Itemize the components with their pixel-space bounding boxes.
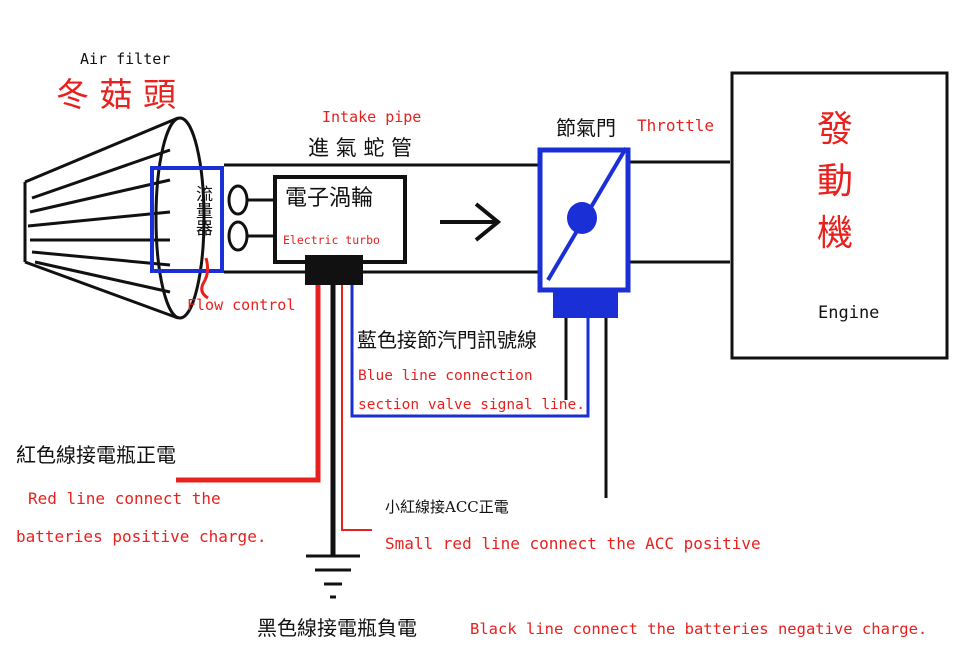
engine-label-char: 機 — [817, 213, 854, 254]
red-line-label-en-2: batteries positive charge. — [16, 527, 267, 546]
small-red-acc-wire — [341, 285, 372, 531]
flow-arrow-icon — [440, 202, 502, 242]
small-red-label-en: Small red line connect the ACC positive — [385, 534, 761, 553]
turbo-label-en: Electric turbo — [283, 233, 380, 247]
red-line-label-en-1: Red line connect the — [28, 489, 221, 508]
sensor-coils — [227, 184, 280, 252]
red-line-label-zh: 紅色線接電瓶正電 — [16, 443, 176, 467]
intake-pipe-label-zh: 進 氣 蛇 管 — [308, 136, 413, 160]
small-red-label-zh: 小紅線接ACC正電 — [385, 498, 509, 516]
black-line-label-zh: 黑色線接電瓶負電 — [257, 616, 417, 640]
flow-sensor-char: 器 — [196, 219, 213, 239]
air-filter-label-zh: 冬 菇 頭 — [56, 75, 176, 114]
air-filter-cone — [23, 116, 206, 320]
flow-control-wire — [200, 257, 210, 300]
turbo-label-zh: 電子渦輪 — [285, 186, 374, 211]
turbo-connector — [305, 255, 363, 285]
blue-signal-wire — [350, 285, 590, 418]
blue-line-label-zh: 藍色接節汽門訊號線 — [357, 328, 537, 352]
throttle-valve-icon — [567, 202, 597, 234]
flow-sensor-char: 量 — [196, 202, 213, 222]
flow-sensor-label-zh: 流 量 器 — [196, 187, 213, 238]
intake-pipe-label-en: Intake pipe — [322, 108, 422, 126]
blue-line-label-en-1: Blue line connection — [358, 368, 533, 384]
throttle-label-zh: 節氣門 — [556, 116, 616, 140]
black-line-label-en: Black line connect the batteries negativ… — [470, 620, 928, 638]
flow-sensor-char: 流 — [196, 185, 213, 205]
throttle-label-en: Throttle — [637, 116, 715, 135]
flow-sensor-box — [150, 166, 224, 273]
engine-label-en: Engine — [818, 303, 880, 323]
engine-label-zh: 發 動 機 — [817, 112, 853, 252]
ground-symbol-icon — [306, 554, 360, 599]
blue-line-label-en-2: section valve signal line. — [358, 397, 585, 413]
engine-box — [730, 71, 949, 360]
red-power-wire — [176, 285, 321, 483]
engine-label-char: 動 — [817, 161, 854, 202]
flow-control-label-en: Flow control — [187, 296, 296, 314]
air-filter-label-en: Air filter — [80, 50, 171, 68]
engine-label-char: 發 — [817, 109, 854, 150]
throttle-sensor — [553, 290, 618, 318]
intake-pipe — [224, 160, 730, 274]
